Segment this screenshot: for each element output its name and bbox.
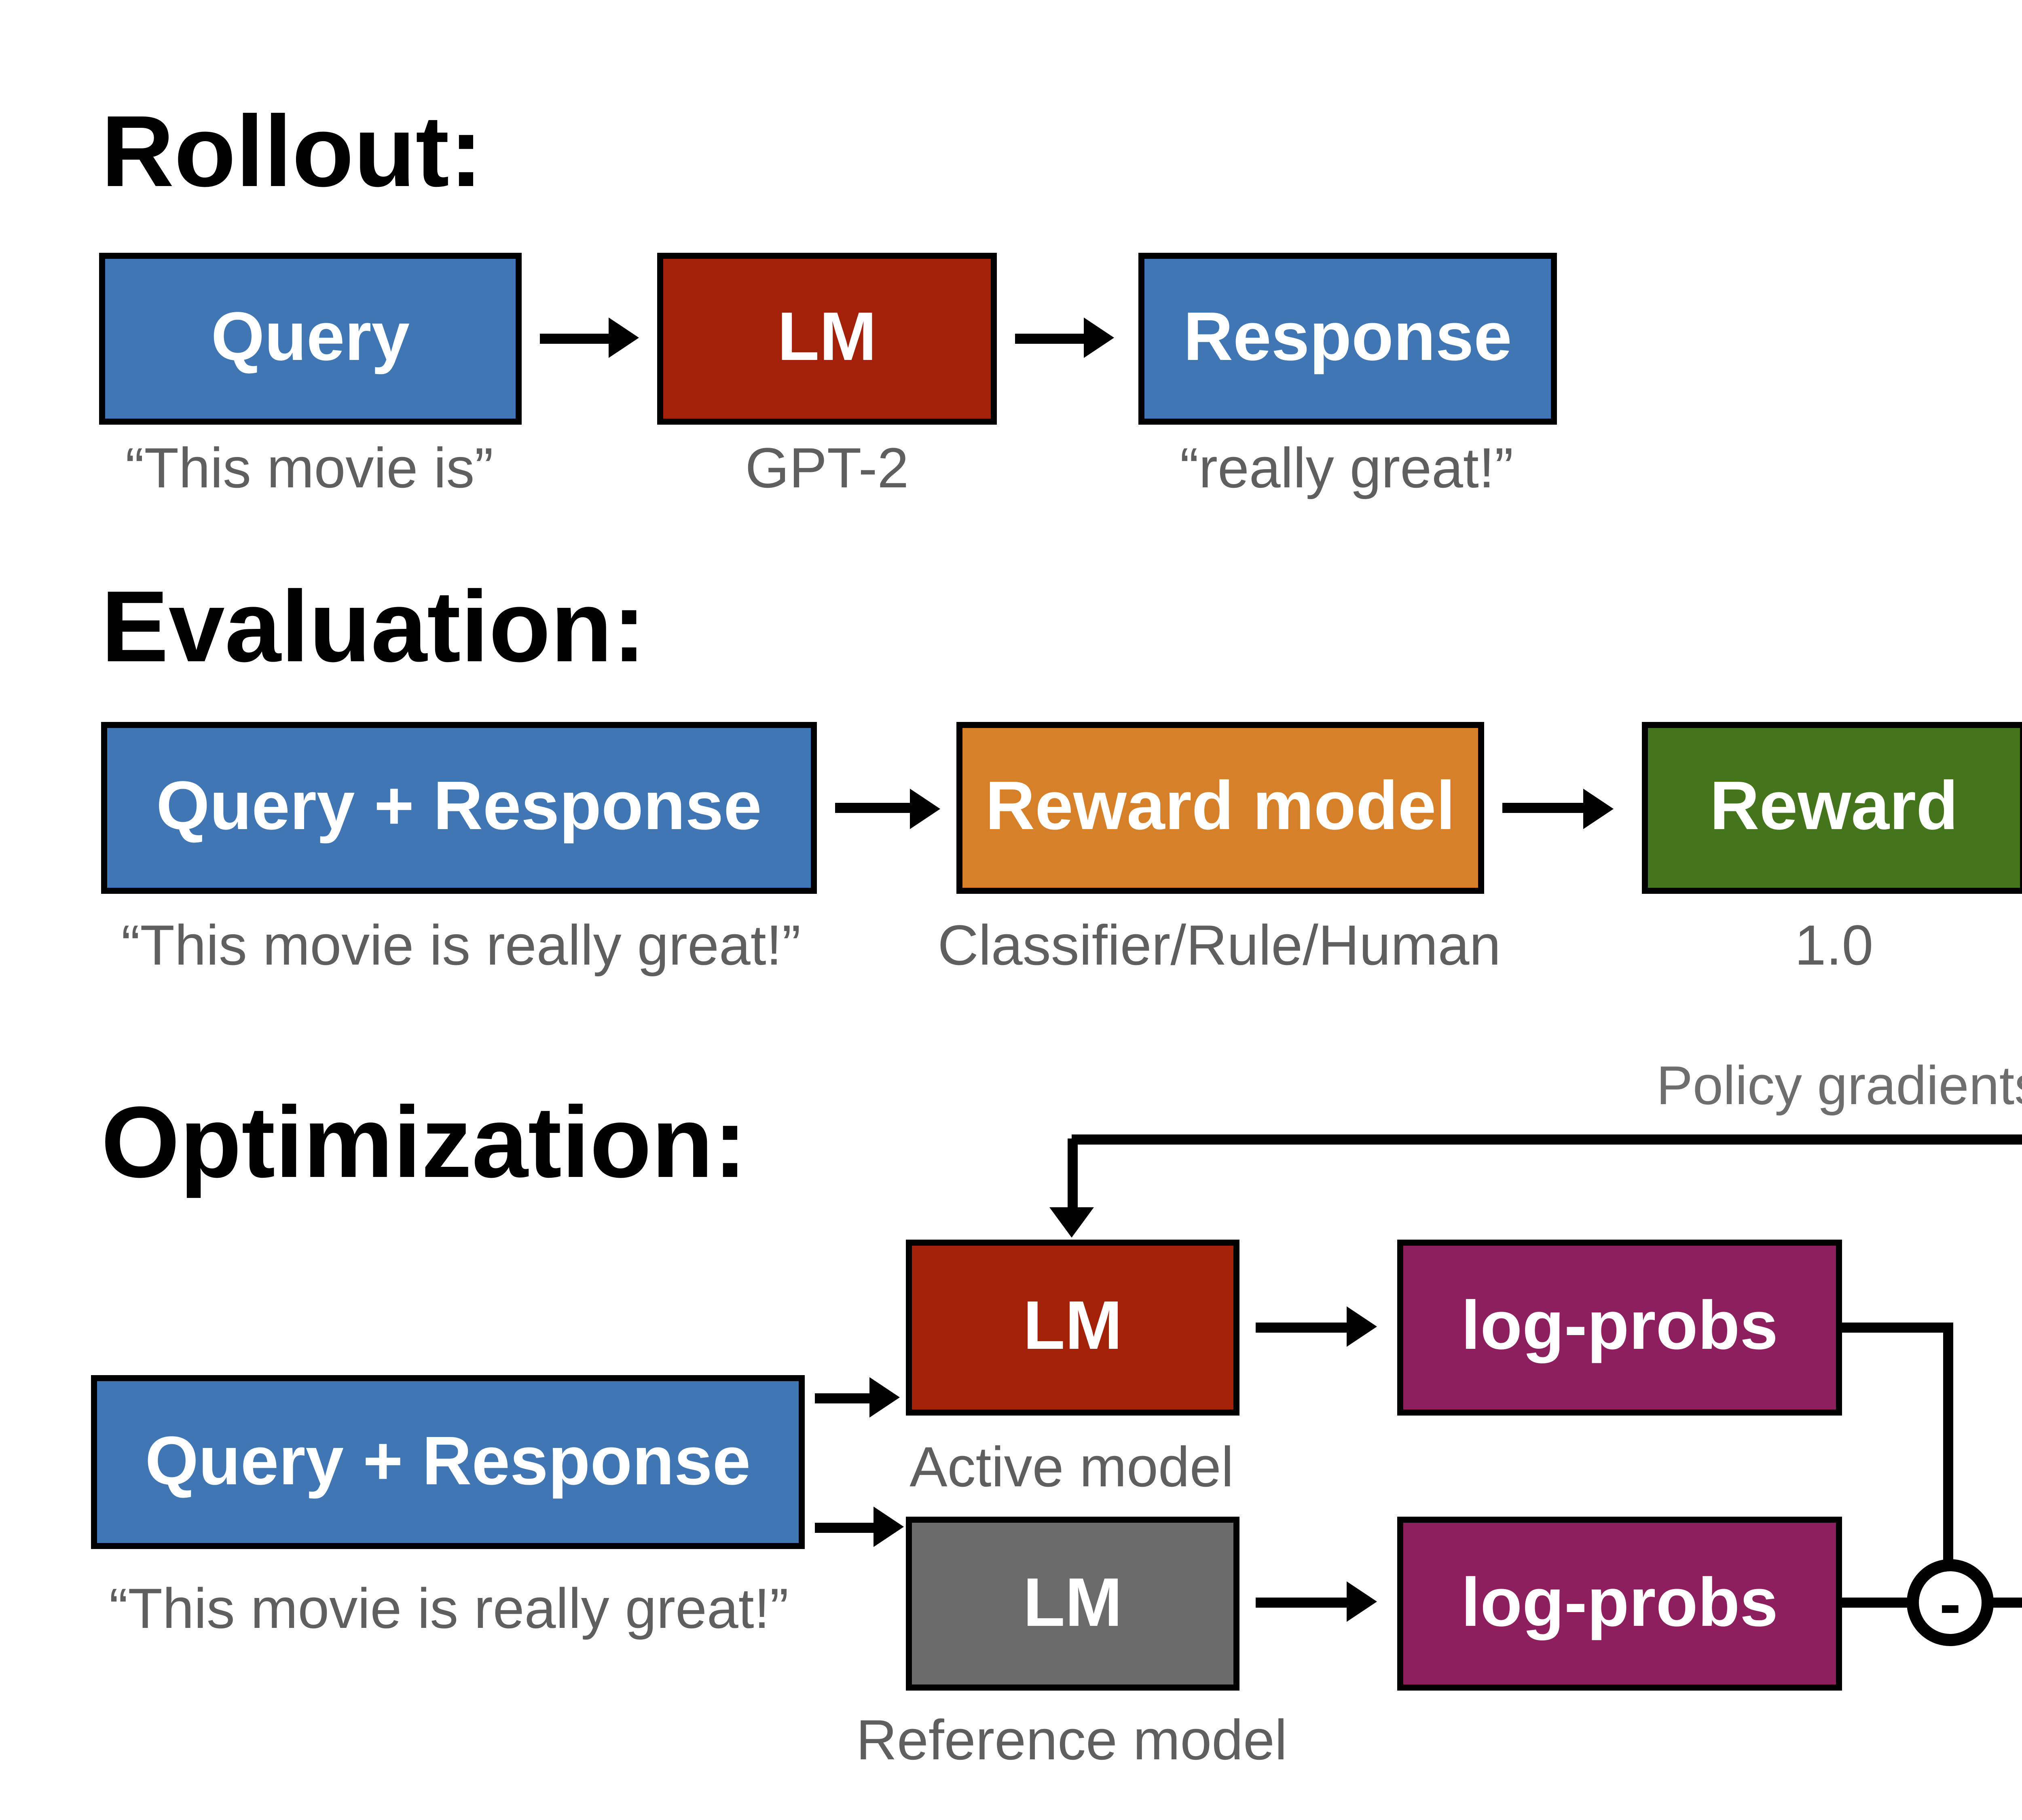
feedback-top-line	[1072, 1134, 2022, 1145]
rollout-response-box: Response	[1138, 253, 1557, 425]
minus-to-kl-arrow-line	[1992, 1598, 2022, 1608]
optimization-query-response-box: Query + Response	[91, 1375, 805, 1549]
feedback-left-line	[1068, 1139, 1078, 1213]
qr-to-active-lm-arrow-head-icon	[869, 1377, 900, 1418]
reference-lm-to-logprobs-arrow-line	[1256, 1598, 1349, 1608]
evaluation-reward-caption: 1.0	[1794, 914, 1874, 977]
reference-lm-caption: Reference model	[856, 1709, 1288, 1771]
active-logprobs-down-line	[1943, 1327, 1953, 1561]
rollout-arrow-2-head-icon	[1084, 317, 1114, 358]
rollout-response-label: Response	[1183, 299, 1512, 376]
active-lm-to-logprobs-arrow-line	[1256, 1323, 1349, 1333]
active-logprobs-out-line	[1842, 1323, 1953, 1333]
rollout-response-caption: “really great!”	[1180, 437, 1514, 499]
minus-operator-circle: -	[1907, 1559, 1994, 1646]
evaluation-arrow-2-head-icon	[1583, 789, 1614, 829]
evaluation-section-heading: Evaluation:	[101, 570, 646, 684]
evaluation-reward-model-label: Reward model	[985, 768, 1455, 845]
qr-to-active-lm-arrow-line	[815, 1393, 871, 1403]
optimization-section-heading: Optimization:	[101, 1086, 747, 1199]
evaluation-query-response-box: Query + Response	[101, 722, 817, 894]
reference-lm-to-logprobs-arrow-head-icon	[1347, 1581, 1377, 1622]
minus-icon: -	[1939, 1566, 1961, 1639]
evaluation-reward-model-caption: Classifier/Rule/Human	[937, 914, 1501, 977]
active-logprobs-label: log-probs	[1461, 1288, 1778, 1365]
qr-to-reference-lm-arrow-line	[815, 1523, 876, 1533]
optimization-query-response-caption: “This movie is really great!”	[109, 1577, 789, 1640]
rollout-query-caption: “This movie is”	[125, 437, 493, 499]
feedback-down-arrow-head-icon	[1049, 1207, 1094, 1238]
evaluation-reward-box: Reward	[1642, 722, 2022, 894]
optimization-query-response-label: Query + Response	[145, 1422, 751, 1500]
rollout-section-heading: Rollout:	[101, 95, 483, 208]
evaluation-query-response-label: Query + Response	[156, 768, 762, 845]
evaluation-arrow-2-line	[1502, 803, 1585, 813]
policy-gradients-label: Policy gradients optimize model	[1656, 1056, 2022, 1116]
reference-logprobs-label: log-probs	[1461, 1564, 1778, 1641]
active-lm-to-logprobs-arrow-head-icon	[1347, 1306, 1377, 1347]
rollout-lm-box: LM	[657, 253, 997, 425]
rollout-arrow-2-line	[1015, 334, 1086, 344]
rollout-query-label: Query	[211, 299, 410, 376]
evaluation-arrow-1-head-icon	[910, 789, 940, 829]
reference-logprobs-out-line	[1842, 1598, 1909, 1608]
rollout-arrow-1-head-icon	[609, 317, 639, 358]
reference-lm-box: LM	[906, 1517, 1239, 1691]
reference-logprobs-box: log-probs	[1397, 1517, 1842, 1691]
reference-lm-label: LM	[1023, 1564, 1123, 1641]
active-logprobs-box: log-probs	[1397, 1240, 1842, 1416]
evaluation-query-response-caption: “This movie is really great!”	[121, 914, 801, 977]
active-lm-box: LM	[906, 1240, 1239, 1416]
evaluation-reward-model-box: Reward model	[956, 722, 1484, 894]
evaluation-arrow-1-line	[835, 803, 912, 813]
evaluation-reward-label: Reward	[1709, 768, 1959, 845]
qr-to-reference-lm-arrow-head-icon	[874, 1507, 904, 1547]
rollout-arrow-1-line	[540, 334, 611, 344]
rollout-query-box: Query	[99, 253, 522, 425]
rollout-lm-caption: GPT-2	[745, 437, 909, 499]
active-lm-caption: Active model	[909, 1436, 1234, 1498]
active-lm-label: LM	[1023, 1288, 1123, 1365]
rollout-lm-label: LM	[777, 299, 877, 376]
